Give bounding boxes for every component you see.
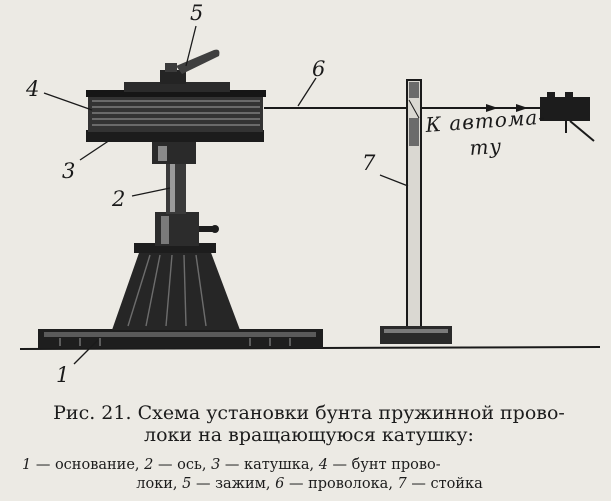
legend-num: 2	[144, 457, 154, 473]
legend-num: 1	[22, 457, 32, 473]
stand-post-eye	[408, 99, 420, 119]
legend-text: локи,	[136, 476, 183, 492]
caption-title-line2: локи на вращающуюся катушку:	[144, 424, 474, 446]
clamp-stem	[165, 63, 177, 72]
pedestal-collar	[134, 243, 216, 253]
legend-num: 3	[211, 457, 221, 473]
machine-knob-1	[547, 92, 555, 99]
figure-drawing: 5 4 6 3 2 7 1 К автома- ту	[19, 1, 601, 387]
axle-highlight	[170, 164, 175, 212]
legend-num: 5	[182, 476, 192, 492]
clamp-handle	[176, 49, 220, 74]
to-machine-text-line2: ту	[469, 134, 503, 160]
sleeve-highlight	[161, 216, 169, 244]
stand-post-band-2	[409, 118, 419, 146]
label-7: 7	[362, 151, 376, 175]
machine-arm	[569, 120, 595, 142]
label-6: 6	[312, 57, 325, 81]
caption-legend: 1 — основание, 2 — ось, 3 — катушка, 4 —…	[22, 456, 597, 494]
stand-post-band-1	[409, 82, 419, 98]
clamp-nut	[160, 70, 186, 84]
legend-line-1: 1 — основание, 2 — ось, 3 — катушка, 4 —…	[22, 456, 597, 475]
spool	[86, 130, 264, 142]
stand-foot	[380, 326, 452, 344]
caption-title-line1: Рис. 21. Схема установки бунта пружинной…	[53, 402, 565, 424]
arrow-head-1	[486, 104, 498, 112]
legend-num: 7	[397, 476, 407, 492]
legend-text: — стойка	[406, 476, 483, 492]
machine-block	[540, 97, 590, 121]
legend-text: — проволока,	[284, 476, 398, 492]
legend-text: — ось,	[153, 457, 212, 473]
legend-text: — бунт прово-	[327, 457, 441, 473]
legend-text: — зажим,	[191, 476, 276, 492]
base-plate-hatch	[59, 338, 291, 346]
legend-num: 6	[275, 476, 285, 492]
sleeve-screw	[199, 226, 213, 232]
wire-coil-turns	[92, 100, 260, 126]
legend-text: — основание,	[31, 457, 145, 473]
figure-caption: Рис. 21. Схема установки бунта пружинной…	[24, 402, 594, 446]
legend-line-2: локи, 5 — зажим, 6 — проволока, 7 — стой…	[22, 475, 597, 494]
pedestal-cone	[112, 250, 240, 330]
label-3: 3	[62, 159, 75, 183]
arrow-head-2	[516, 104, 528, 112]
legend-num: 4	[318, 457, 328, 473]
label-5: 5	[190, 1, 203, 25]
to-machine-text-line1: К автома-	[424, 105, 547, 137]
base-plate-highlight	[44, 332, 316, 337]
machine-knob-2	[565, 92, 573, 99]
spool-hub	[124, 82, 230, 92]
legend-text: — катушка,	[220, 457, 319, 473]
label-1: 1	[56, 363, 69, 387]
axle-top-highlight	[158, 146, 167, 161]
leader-lines	[43, 25, 409, 365]
sleeve-screw-head	[211, 225, 219, 233]
label-2: 2	[111, 187, 125, 211]
spool-top-flange	[86, 90, 266, 97]
pedestal-hatch	[127, 254, 207, 327]
base-plate	[38, 329, 323, 348]
stand-foot-highlight	[384, 329, 448, 333]
label-4: 4	[25, 77, 39, 101]
